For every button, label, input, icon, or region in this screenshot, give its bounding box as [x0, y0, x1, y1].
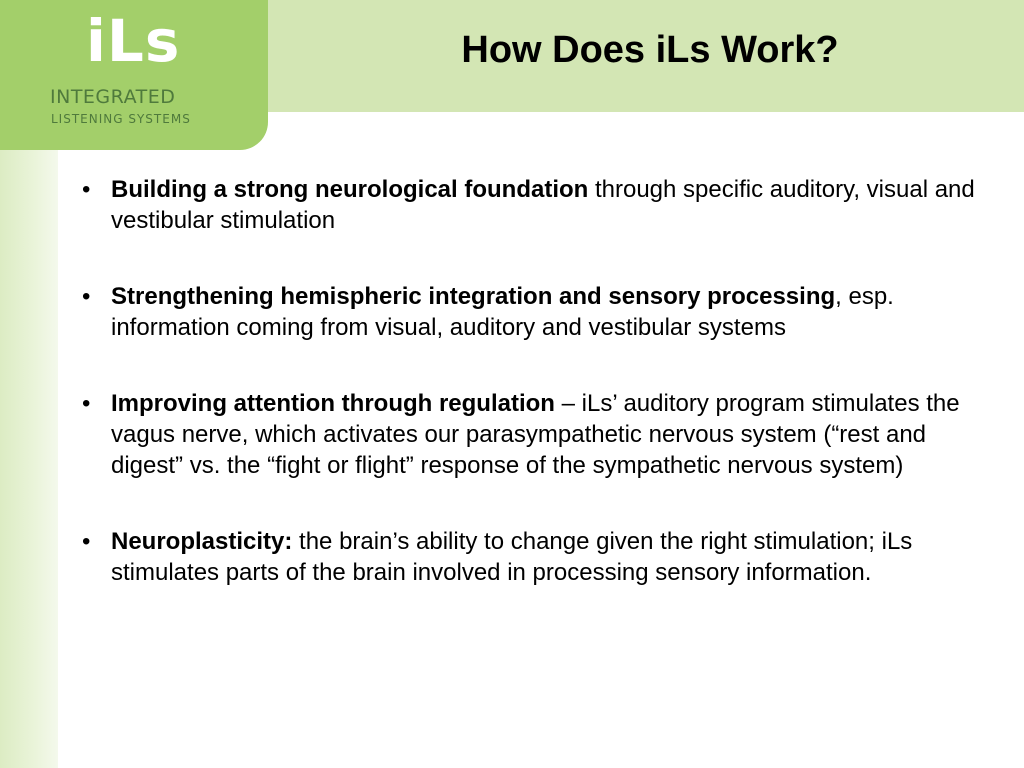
logo: iLs INTEGRATED LISTENING SYSTEMS — [0, 0, 268, 150]
bullet-marker: • — [82, 390, 91, 417]
bullet-item: • Strengthening hemispheric integration … — [76, 281, 996, 343]
logo-text-listening-systems: LISTENING SYSTEMS — [51, 112, 191, 126]
bullet-item: • Building a strong neurological foundat… — [76, 174, 996, 236]
bullet-marker: • — [82, 528, 91, 555]
bullet-item: • Improving attention through regulation… — [76, 388, 996, 481]
bullet-heading: Neuroplasticity: — [111, 528, 293, 555]
slide-title: How Does iLs Work? — [461, 29, 839, 71]
logo-mark: iLs — [86, 7, 181, 75]
bullet-heading: Improving attention through regulation — [111, 390, 555, 417]
bullet-text: – iLs’ auditory program stimulates the v… — [111, 390, 960, 479]
bullet-list: • Building a strong neurological foundat… — [76, 174, 996, 633]
bullet-text: , esp. information coming from visual, a… — [111, 283, 894, 341]
bullet-text: the brain’s ability to change given the … — [111, 528, 913, 586]
bullet-item: • Neuroplasticity: the brain’s ability t… — [76, 526, 996, 588]
logo-text-integrated: INTEGRATED — [50, 86, 176, 108]
bullet-marker: • — [82, 283, 91, 310]
bullet-text: through specific auditory, visual and ve… — [111, 176, 975, 234]
bullet-heading: Building a strong neurological foundatio… — [111, 176, 589, 203]
bullet-heading: Strengthening hemispheric integration an… — [111, 283, 836, 310]
bullet-marker: • — [82, 176, 91, 203]
